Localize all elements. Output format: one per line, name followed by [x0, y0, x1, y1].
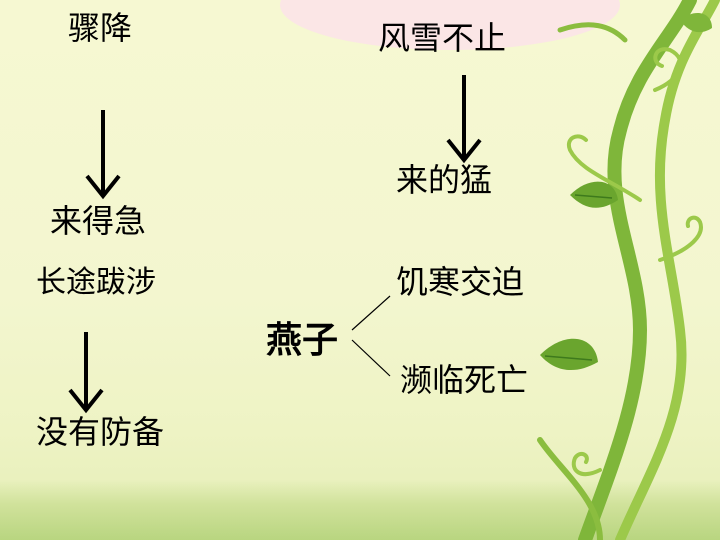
word-zhoujiang: 骤降: [68, 9, 133, 47]
branch-lines: [351, 295, 391, 377]
arrow-down-icon: [446, 75, 482, 164]
leaf-icons: [540, 13, 712, 371]
word-yanzi: 燕子: [266, 319, 339, 361]
word-binlin: 濒临死亡: [400, 361, 529, 399]
arrow-down-icon: [68, 332, 104, 414]
word-changtu: 长途跋涉: [36, 265, 156, 300]
vine-illustration: [537, 0, 720, 540]
word-fengxue: 风雪不止: [378, 19, 507, 57]
word-laideji: 来得急: [50, 202, 147, 240]
arrow-down-icon: [85, 110, 121, 200]
word-laidemeng: 来的猛: [396, 161, 493, 199]
word-jihan: 饥寒交迫: [396, 263, 525, 301]
word-meiyou: 没有防备: [36, 413, 165, 451]
